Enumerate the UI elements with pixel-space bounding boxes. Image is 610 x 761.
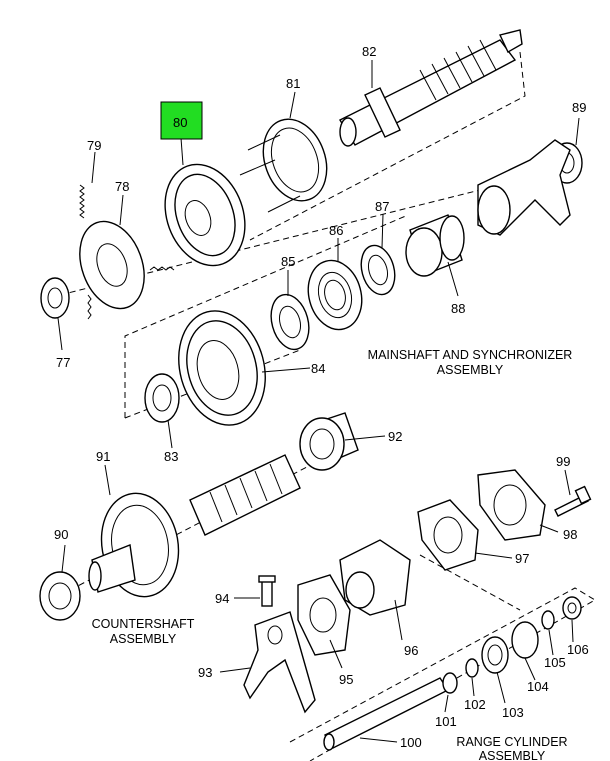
gear-part-84[interactable]: [166, 301, 277, 435]
callout-97[interactable]: 97: [515, 551, 529, 566]
callout-92[interactable]: 92: [388, 429, 402, 444]
caption-mainshaft-line2: ASSEMBLY: [437, 363, 504, 377]
bearing-part-90[interactable]: [39, 571, 81, 621]
sleeve-part-88[interactable]: [405, 214, 465, 277]
callout-104[interactable]: 104: [527, 679, 549, 694]
caption-mainshaft-line1: MAINSHAFT AND SYNCHRONIZER: [368, 348, 573, 362]
bolt-part-99[interactable]: [554, 485, 592, 517]
countershaft-part-91[interactable]: [88, 454, 301, 603]
gasket-part-97[interactable]: [417, 499, 479, 571]
nut-part-106[interactable]: [562, 596, 582, 620]
yoke-part[interactable]: [477, 139, 571, 236]
screw-part-94[interactable]: [258, 575, 276, 607]
caption-countershaft-line1: COUNTERSHAFT: [92, 617, 195, 631]
callout-102[interactable]: 102: [464, 697, 486, 712]
leader-lines: [57, 60, 580, 743]
synchronizer-plate-part-81[interactable]: [239, 110, 338, 213]
callout-86[interactable]: 86: [329, 223, 343, 238]
bearing-part-86[interactable]: [301, 254, 369, 335]
callout-85[interactable]: 85: [281, 254, 295, 269]
callout-79[interactable]: 79: [87, 138, 101, 153]
callout-89[interactable]: 89: [572, 100, 586, 115]
synchronizer-ring-part-80[interactable]: [152, 153, 259, 277]
gasket-part-95[interactable]: [297, 574, 351, 656]
callout-88[interactable]: 88: [451, 301, 465, 316]
callout-98[interactable]: 98: [563, 527, 577, 542]
callout-106[interactable]: 106: [567, 642, 589, 657]
callout-80[interactable]: 80: [173, 115, 187, 130]
caption-range-line2: ASSEMBLY: [479, 749, 546, 761]
caption-countershaft-line2: ASSEMBLY: [110, 632, 177, 646]
callout-100[interactable]: 100: [400, 735, 422, 750]
callout-99[interactable]: 99: [556, 454, 570, 469]
callout-87[interactable]: 87: [375, 199, 389, 214]
callout-77[interactable]: 77: [56, 355, 70, 370]
callout-90[interactable]: 90: [54, 527, 68, 542]
callout-103[interactable]: 103: [502, 705, 524, 720]
callout-82[interactable]: 82: [362, 44, 376, 59]
washer-part-105[interactable]: [541, 610, 555, 630]
synchronizer-hub-part-78[interactable]: [68, 212, 155, 317]
callout-101[interactable]: 101: [435, 714, 457, 729]
washer-part-87[interactable]: [356, 242, 400, 299]
o-ring-part-102[interactable]: [465, 658, 479, 678]
o-ring-part-104[interactable]: [511, 621, 539, 659]
gear-part-83[interactable]: [144, 373, 180, 423]
washer-part-85[interactable]: [265, 290, 314, 353]
callout-96[interactable]: 96: [404, 643, 418, 658]
callout-93[interactable]: 93: [198, 665, 212, 680]
callout-94[interactable]: 94: [215, 591, 229, 606]
callout-84[interactable]: 84: [311, 361, 325, 376]
callout-83[interactable]: 83: [164, 449, 178, 464]
piston-part-103[interactable]: [481, 636, 509, 674]
callout-78[interactable]: 78: [115, 179, 129, 194]
callout-95[interactable]: 95: [339, 672, 353, 687]
callout-80-highlight: [160, 101, 203, 140]
spring-part-79[interactable]: [79, 184, 175, 320]
cover-part-98[interactable]: [477, 469, 546, 541]
nut-part-77[interactable]: [40, 277, 70, 319]
caption-range-line1: RANGE CYLINDER: [456, 735, 567, 749]
piston-rod-part-100[interactable]: [323, 677, 450, 751]
mainshaft-part-82[interactable]: [339, 29, 523, 147]
cylinder-housing-part-96[interactable]: [339, 539, 411, 616]
callout-105[interactable]: 105: [544, 655, 566, 670]
callout-91[interactable]: 91: [96, 449, 110, 464]
shift-fork-part-93[interactable]: [243, 611, 316, 714]
bearing-part-92[interactable]: [299, 412, 359, 471]
o-ring-part-101[interactable]: [442, 672, 458, 694]
callout-81[interactable]: 81: [286, 76, 300, 91]
